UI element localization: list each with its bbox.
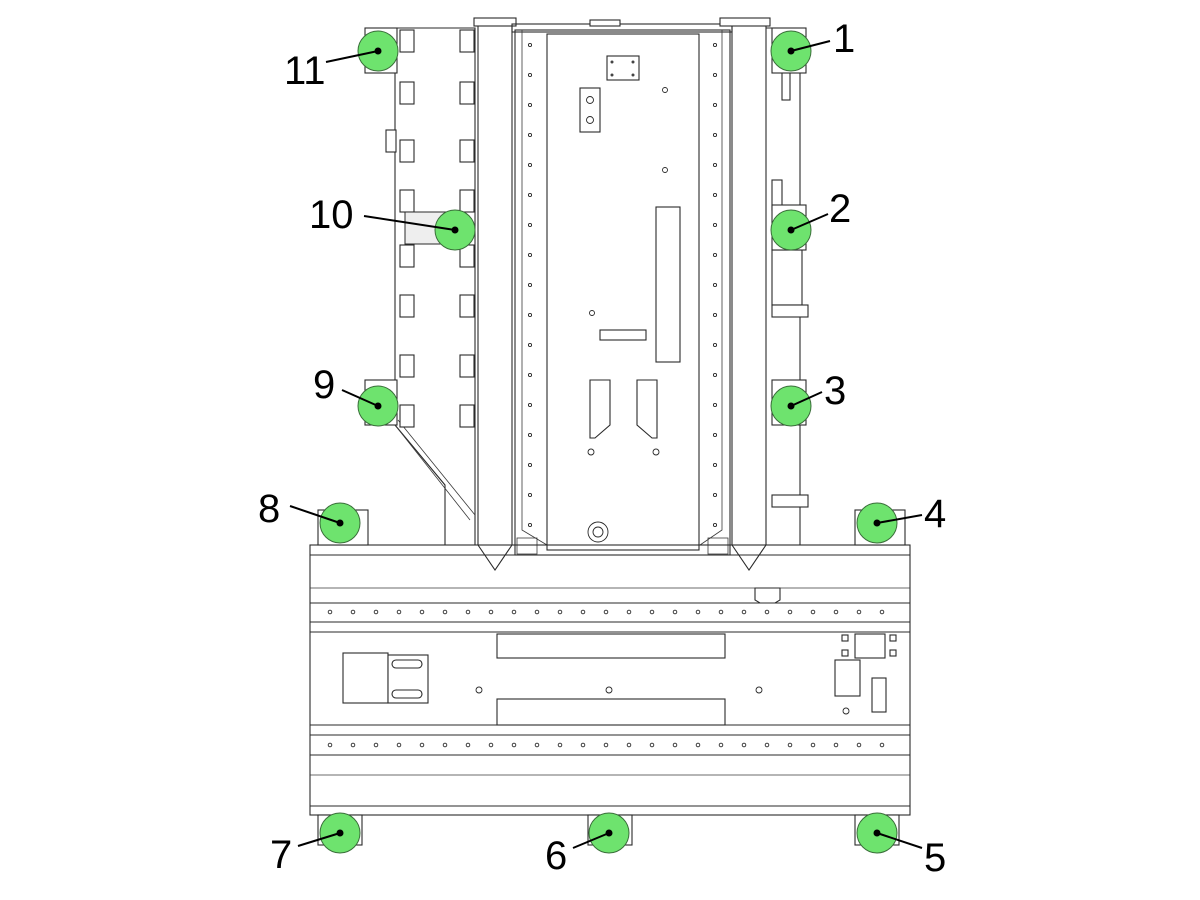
callout-label-1: 1 (833, 17, 855, 61)
channel-rivets (527, 42, 718, 528)
callout-1: 1 (770, 17, 855, 72)
callout-label-7: 7 (270, 833, 292, 877)
callout-3: 3 (770, 369, 846, 427)
upper-frame (365, 17, 809, 571)
callout-6: 6 (545, 812, 630, 878)
callout-label-8: 8 (258, 487, 280, 531)
callout-11: 11 (284, 30, 399, 93)
callout-4: 4 (856, 492, 946, 544)
base-rivet-rows (327, 609, 885, 748)
callout-label-3: 3 (824, 369, 846, 413)
callout-10: 10 (309, 193, 476, 251)
left-column-tabs (385, 29, 475, 428)
right-column-brackets (771, 69, 809, 508)
callout-label-9: 9 (313, 363, 335, 407)
callout-label-5: 5 (924, 836, 946, 880)
callout-8: 8 (258, 487, 361, 544)
base-plates (342, 633, 897, 726)
callout-label-10: 10 (309, 193, 354, 237)
callout-label-2: 2 (829, 187, 851, 231)
callout-9: 9 (313, 363, 399, 427)
central-panel-details (579, 55, 681, 543)
callout-5: 5 (856, 812, 946, 880)
callout-2: 2 (770, 187, 851, 251)
callout-7: 7 (270, 812, 361, 877)
callouts: 1 2 3 4 5 6 (258, 17, 946, 880)
callout-label-4: 4 (924, 492, 946, 536)
callout-label-6: 6 (545, 834, 567, 878)
callout-label-11: 11 (284, 49, 326, 93)
